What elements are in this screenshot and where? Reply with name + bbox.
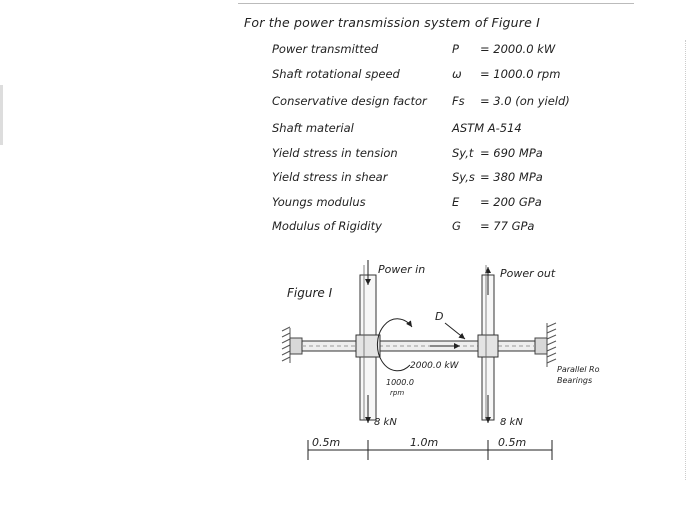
spec-row-yield-tension: Yield stress in tension Sy,t = 690 MPa xyxy=(0,146,700,166)
spec-value: = 77 GPa xyxy=(480,219,535,233)
right-wall xyxy=(546,322,557,367)
output-hub xyxy=(477,334,499,358)
power-in-label: Power in xyxy=(378,263,425,276)
spec-symbol: E xyxy=(452,195,460,209)
rotation-arc xyxy=(376,318,413,372)
spec-row-material: Shaft material ASTM A-514 xyxy=(0,121,700,141)
figure-caption: Figure I xyxy=(287,286,333,300)
dim-mid-label: 1.0m xyxy=(410,436,438,449)
spec-symbol: Sy,s xyxy=(452,170,475,184)
problem-heading: For the power transmission system of Fig… xyxy=(244,15,541,30)
spec-symbol: ω xyxy=(452,67,462,81)
dimension-line xyxy=(307,440,553,460)
spec-label: Youngs modulus xyxy=(272,195,366,209)
bearing-label-line1: Parallel Roller xyxy=(557,365,600,374)
dim-right-label: 0.5m xyxy=(498,436,526,449)
spec-value: = 1000.0 rpm xyxy=(480,67,561,81)
right-margin-line xyxy=(685,40,687,480)
spec-label: Yield stress in tension xyxy=(272,146,398,160)
spec-row-rigidity: Modulus of Rigidity G = 77 GPa xyxy=(0,219,700,239)
shaft-diagram: Figure I xyxy=(281,260,600,460)
spec-row-youngs: Youngs modulus E = 200 GPa xyxy=(0,195,700,215)
spec-label: Shaft material xyxy=(272,121,354,135)
spec-label: Modulus of Rigidity xyxy=(272,219,382,233)
spec-row-yield-shear: Yield stress in shear Sy,s = 380 MPa xyxy=(0,170,700,190)
left-edge-mark xyxy=(0,85,3,145)
dim-left-label: 0.5m xyxy=(312,436,340,449)
spec-row-design-factor: Conservative design factor Fs = 3.0 (on … xyxy=(0,94,700,114)
point-d-label: D xyxy=(435,310,443,323)
torque-label: 2000.0 kW xyxy=(410,361,460,371)
spec-label: Power transmitted xyxy=(272,42,379,56)
speed-unit-label: rpm xyxy=(390,389,404,397)
spec-value: = 200 GPa xyxy=(480,195,542,209)
input-hub xyxy=(355,334,381,358)
spec-label: Yield stress in shear xyxy=(272,170,388,184)
spec-value: = 3.0 (on yield) xyxy=(480,94,570,108)
spec-label: Shaft rotational speed xyxy=(272,67,400,81)
bearing-label-line2: Bearings xyxy=(557,376,592,385)
spec-symbol: Sy,t xyxy=(452,146,474,160)
right-bearing xyxy=(534,337,548,355)
spec-symbol: P xyxy=(452,42,459,56)
force-left-label: 8 kN xyxy=(374,417,397,428)
spec-symbol: G xyxy=(452,219,461,233)
spec-material: ASTM A-514 xyxy=(452,121,522,135)
power-out-label: Power out xyxy=(500,267,556,280)
spec-row-power: Power transmitted P = 2000.0 kW xyxy=(0,42,700,62)
left-bearing xyxy=(289,337,303,355)
speed-value-label: 1000.0 xyxy=(386,378,414,387)
force-right-label: 8 kN xyxy=(500,417,523,428)
spec-label: Conservative design factor xyxy=(272,94,427,108)
spec-value: = 380 MPa xyxy=(480,170,543,184)
top-rule xyxy=(238,3,634,4)
spec-row-speed: Shaft rotational speed ω = 1000.0 rpm xyxy=(0,67,700,87)
left-wall xyxy=(281,326,291,363)
spec-value: = 2000.0 kW xyxy=(480,42,556,56)
spec-value: = 690 MPa xyxy=(480,146,543,160)
spec-symbol: Fs xyxy=(452,94,465,108)
point-d-pointer xyxy=(444,322,466,340)
